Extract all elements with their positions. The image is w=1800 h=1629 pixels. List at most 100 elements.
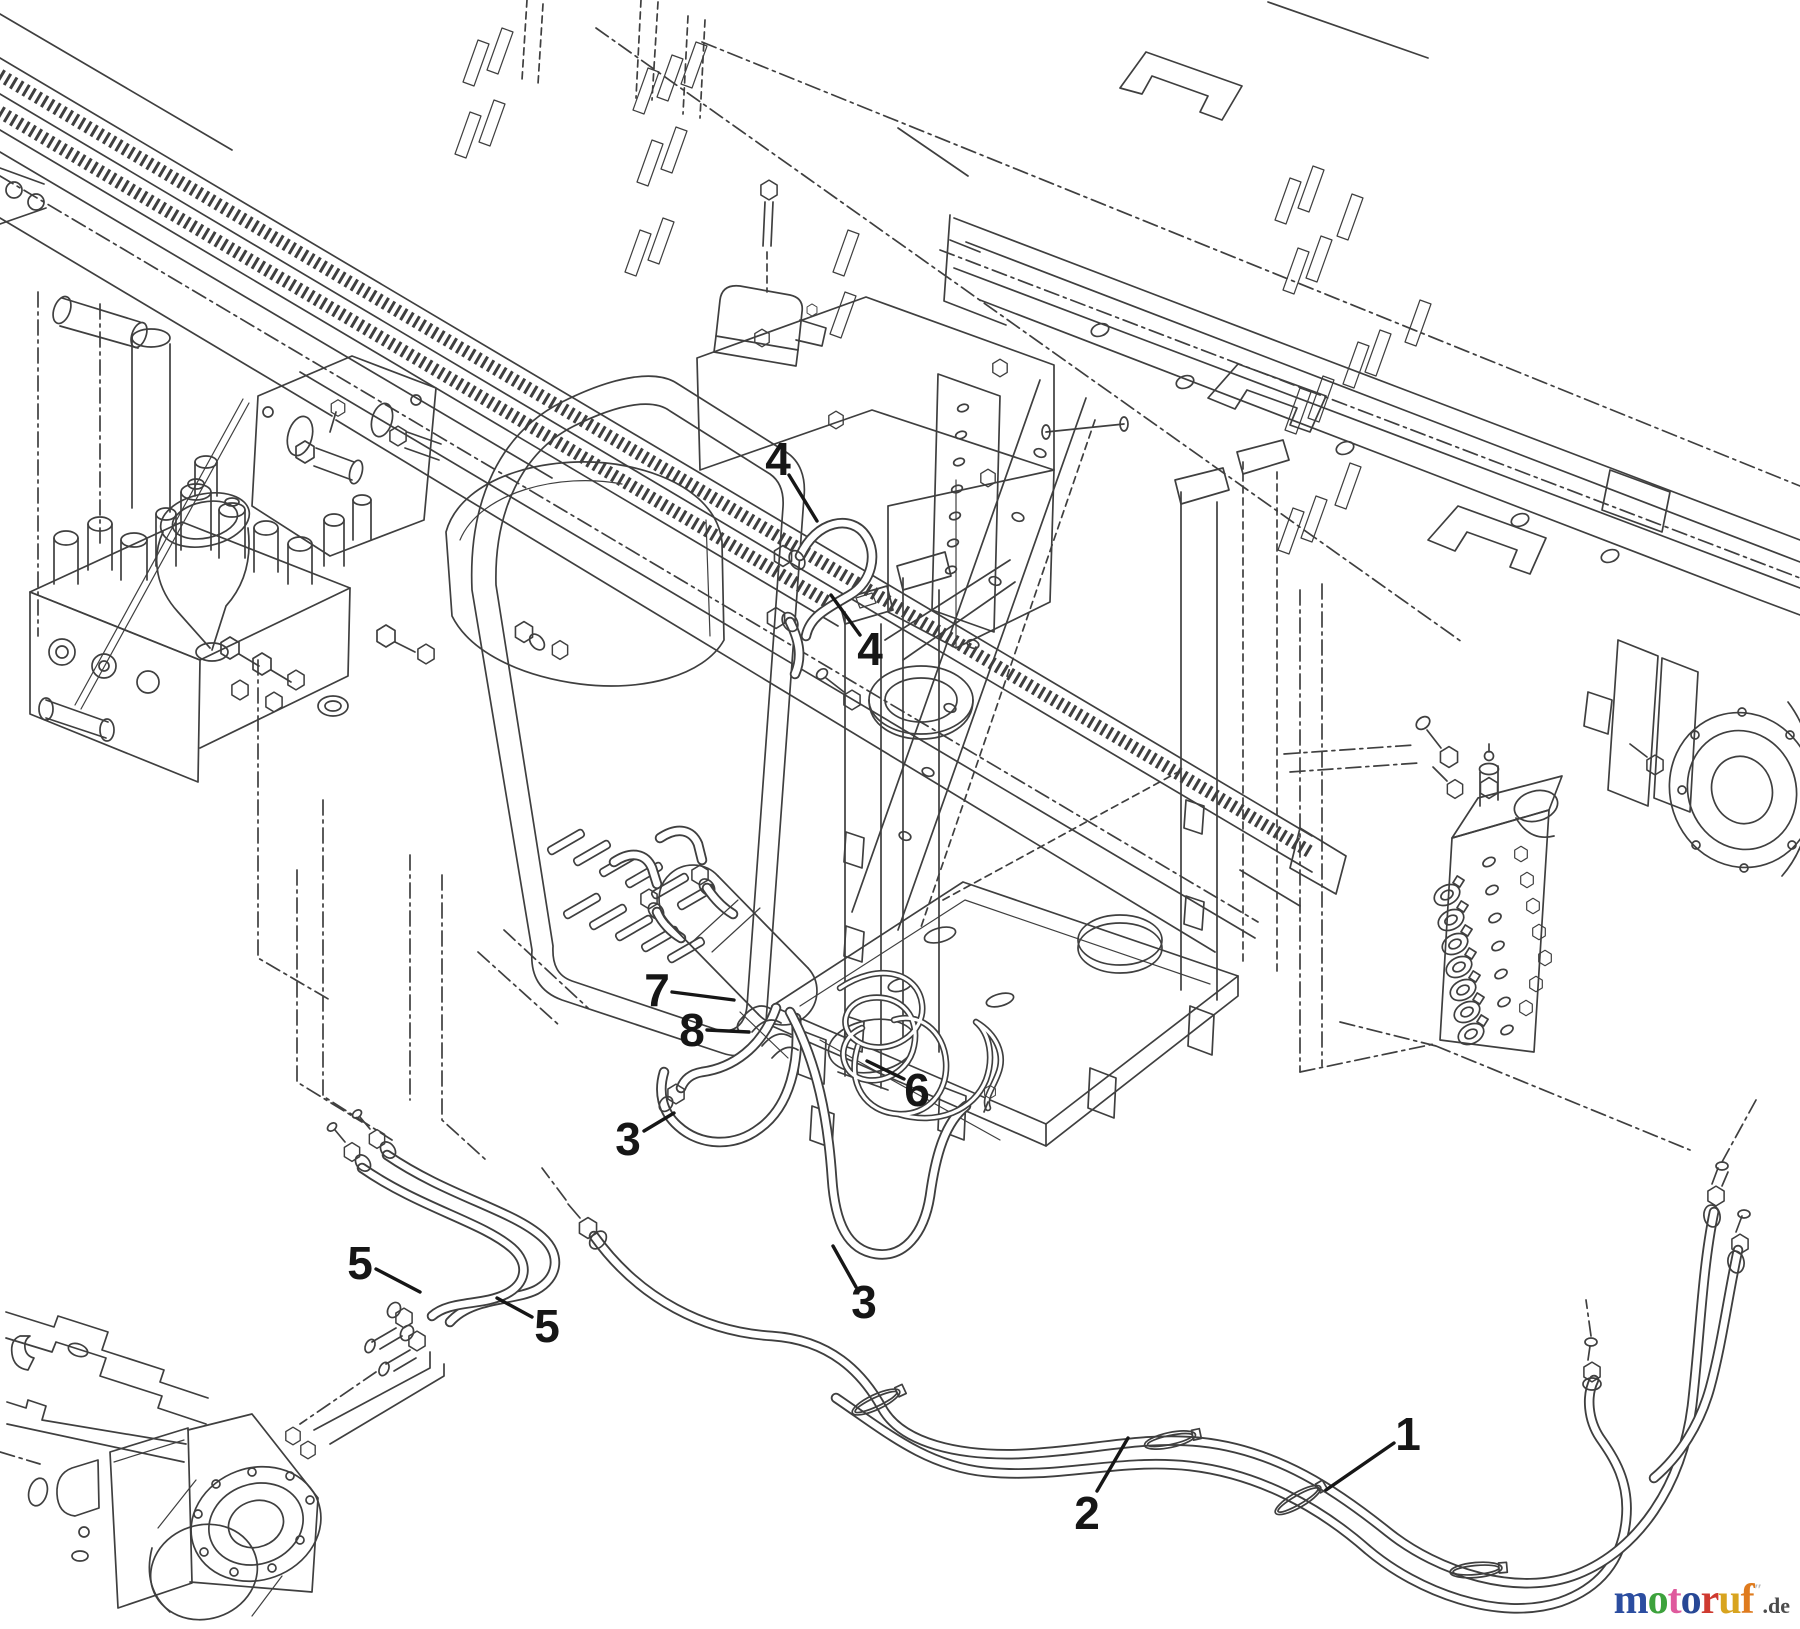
- protective-sleeve-7: [658, 864, 818, 1026]
- watermark-logo[interactable]: motoruf″.de: [1614, 1579, 1790, 1621]
- logo-letter-2: t: [1667, 1577, 1682, 1623]
- hose-1-and-2-line: [1587, 1345, 1591, 1361]
- hose-pair-5-line: [351, 1109, 363, 1119]
- valve-block-assembly-line: [194, 461, 218, 497]
- base-platform-line: [771, 881, 1239, 1125]
- frame-slot-holes-line: [454, 111, 482, 159]
- right-wheel-motor-line: [1739, 863, 1749, 873]
- valve-block-assembly-line: [98, 660, 110, 672]
- diagonal-brace-line: [1011, 511, 1025, 523]
- rack-assembly-line: [299, 371, 1256, 939]
- callout-label-1: 1: [1395, 1408, 1421, 1460]
- manifold-block-line: [1526, 897, 1540, 915]
- rack-assembly-line: [0, 13, 233, 151]
- frame-slot-holes-line: [1336, 193, 1364, 241]
- mount-bracket-assembly-line: [944, 565, 958, 575]
- valve-block-assembly-line: [194, 455, 218, 469]
- valve-block-assembly-line: [417, 643, 435, 665]
- left-wheel-motor-line: [5, 1337, 207, 1425]
- callout-label-5a: 5: [347, 1237, 373, 1289]
- shield-cover-line: [445, 461, 725, 687]
- left-wheel-motor-line: [227, 1499, 285, 1549]
- left-wheel-motor-line: [187, 1413, 319, 1593]
- step-grille-line: [614, 914, 654, 942]
- mast-tower-line: [838, 585, 894, 625]
- protective-sleeve-7-line: [658, 864, 818, 1026]
- mast-tower-line: [1180, 491, 1218, 1001]
- diagonal-brace: [851, 379, 1096, 931]
- callout-leader-4b: [829, 593, 862, 637]
- shield-cover-line: [705, 519, 711, 637]
- valve-block-assembly-line: [48, 638, 76, 666]
- mount-bracket-assembly-line: [956, 403, 970, 413]
- valve-block-assembly-line: [120, 532, 148, 548]
- logo-suffix: .de: [1762, 1593, 1791, 1618]
- logo-letter-1: o: [1647, 1577, 1669, 1623]
- frame-slot-holes-line: [1282, 247, 1310, 295]
- manifold-block-line: [1482, 856, 1496, 868]
- base-platform-line: [1077, 922, 1163, 974]
- manifold-block-line: [1432, 766, 1448, 782]
- manifold-block-line: [1500, 1024, 1514, 1036]
- hose-pair-5-line: [371, 1327, 403, 1350]
- valve-block-assembly-line: [410, 394, 422, 406]
- mast-tower-line: [1183, 799, 1205, 931]
- hose-pair-5: [285, 1109, 555, 1460]
- valve-block-assembly-line: [323, 519, 345, 567]
- rack-assembly-line: [1289, 827, 1347, 895]
- left-wheel-motor-line: [199, 1547, 209, 1557]
- handle-loop-line: [470, 375, 806, 1057]
- loop-hose-6-line: [983, 1101, 989, 1113]
- hose-pair-5-line: [408, 1330, 426, 1352]
- right-wheel-motor-line: [1677, 785, 1687, 795]
- hose-pair-5-line: [343, 1141, 361, 1163]
- left-wheel-motor-line: [67, 1342, 89, 1358]
- valve-block-assembly-line: [528, 633, 546, 651]
- hose-1-and-2-line: [588, 1230, 608, 1250]
- mount-bracket-assembly-line: [948, 511, 962, 521]
- valve-block-assembly-line: [130, 321, 148, 349]
- callout-label-3a: 3: [615, 1113, 641, 1165]
- valve-block-assembly-line: [180, 483, 212, 501]
- valve-block-assembly-line: [262, 406, 274, 418]
- hose-pair-5-line: [386, 1301, 402, 1319]
- manifold-block-line: [1439, 745, 1459, 769]
- rack-assembly-line: [0, 167, 47, 225]
- frame-rail-line: [949, 239, 981, 253]
- base-platform-line: [1077, 914, 1163, 966]
- valve-block-assembly-line: [136, 670, 160, 694]
- frame-slot-holes-line: [462, 39, 490, 87]
- mast-tower: [837, 416, 1435, 1091]
- valve-block-assembly-line: [53, 530, 79, 546]
- manifold-block-line: [1721, 1099, 1757, 1163]
- hose-1-and-2-line: [1585, 1299, 1592, 1337]
- hose-1-and-2-line: [1727, 1250, 1745, 1274]
- left-wheel-motor-line: [27, 1477, 49, 1507]
- callout-leader-5b: [495, 1296, 534, 1319]
- frame-rail-line: [953, 217, 1800, 541]
- hose-1-and-2-line: [594, 1212, 1714, 1583]
- callout-label-7: 7: [644, 964, 670, 1016]
- base-platform-line: [799, 899, 1211, 1007]
- frame-rail-line: [1510, 512, 1530, 528]
- frame-rail-line: [1335, 440, 1355, 456]
- projection-lines-line: [503, 929, 589, 1009]
- callout-3a: 3: [615, 1111, 676, 1165]
- hose-4-line: [788, 549, 806, 571]
- frame-rail-line: [1090, 322, 1110, 338]
- callout-leader-3b: [831, 1244, 858, 1289]
- valve-block-assembly-line: [323, 513, 345, 527]
- frame-slot-holes-line: [1300, 495, 1328, 543]
- loop-hose-6: [840, 973, 1001, 1118]
- mast-tower-line: [1174, 467, 1230, 505]
- manifold-block-line: [1436, 922, 1480, 960]
- callout-label-6: 6: [904, 1064, 930, 1116]
- right-wheel-motor-line: [1691, 840, 1701, 850]
- base-platform-line: [985, 992, 1015, 1008]
- valve-block-assembly-line: [211, 527, 250, 651]
- protective-sleeve-7-line: [689, 899, 761, 953]
- construction-lines-line: [651, 1, 659, 101]
- frame-slot-holes-line: [656, 54, 684, 102]
- valve-block-assembly-line: [52, 295, 72, 325]
